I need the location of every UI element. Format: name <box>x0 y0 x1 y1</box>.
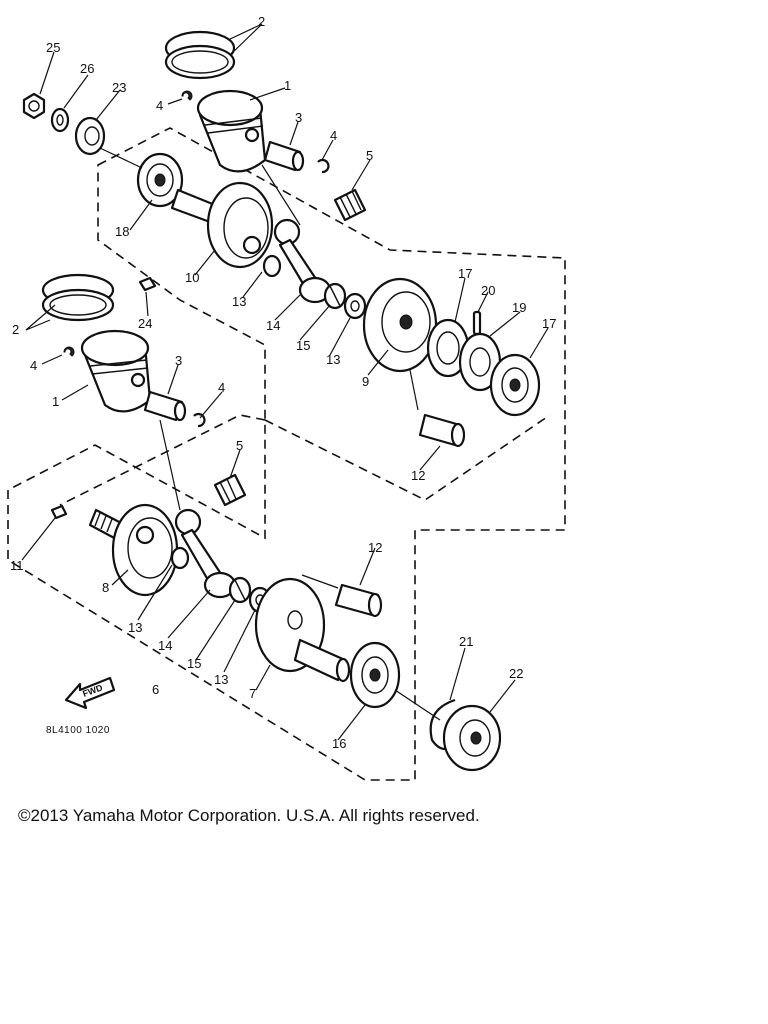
callout-13: 13 <box>232 294 246 309</box>
upper-crank-assembly-boundary <box>7 127 566 781</box>
thrust-washer-13-upper-a <box>262 254 282 278</box>
oil-seal-22 <box>442 704 502 772</box>
callout-8: 8 <box>102 580 109 595</box>
diagram-reference-code: 8L4100 1020 <box>46 725 110 736</box>
piston-rings-upper <box>164 30 236 80</box>
callout-labels: 2 25 26 23 4 1 3 4 5 18 10 13 14 15 13 2… <box>10 14 556 751</box>
bearing-16 <box>349 641 401 709</box>
thrust-washer-13-upper-b <box>343 292 367 320</box>
callout-18: 18 <box>115 224 129 239</box>
callout-15: 15 <box>296 338 310 353</box>
callout-13: 13 <box>326 352 340 367</box>
callout-11: 11 <box>10 558 24 573</box>
callout-10: 10 <box>185 270 199 285</box>
callout-1: 1 <box>284 78 291 93</box>
callout-4: 4 <box>218 380 225 395</box>
callout-3: 3 <box>295 110 302 125</box>
crank-wheel-10 <box>206 181 274 269</box>
thrust-washer-13-lower-a <box>170 546 190 570</box>
callout-15: 15 <box>187 656 201 671</box>
callout-4: 4 <box>30 358 37 373</box>
crank-wheel-8 <box>111 503 179 597</box>
piston-rings-lower <box>41 273 115 322</box>
callout-13: 13 <box>128 620 142 635</box>
callout-25: 25 <box>46 40 60 55</box>
lower-crank-assembly-boundary <box>59 414 551 506</box>
bearing-17-right <box>489 353 541 417</box>
callout-13: 13 <box>214 672 228 687</box>
key-24 <box>138 276 157 292</box>
leader-lines <box>21 23 549 741</box>
callout-14: 14 <box>158 638 172 653</box>
crank-wheel-7 <box>254 577 351 683</box>
callout-2: 2 <box>12 322 19 337</box>
needle-bearing-lower <box>213 473 247 507</box>
needle-bearing-upper <box>333 188 367 222</box>
crank-pin-12-upper <box>418 413 466 448</box>
callout-17: 17 <box>542 316 556 331</box>
callout-12: 12 <box>368 540 382 555</box>
callout-14: 14 <box>266 318 280 333</box>
callout-5: 5 <box>236 438 243 453</box>
callout-19: 19 <box>512 300 526 315</box>
crank-wheel-9 <box>362 277 438 373</box>
callout-21: 21 <box>459 634 473 649</box>
needle-bearing-15-lower <box>228 576 252 604</box>
callout-12: 12 <box>411 468 425 483</box>
nut-25 <box>22 92 46 120</box>
callout-7: 7 <box>249 686 256 701</box>
callout-26: 26 <box>80 61 94 76</box>
callout-1: 1 <box>52 394 59 409</box>
callout-4: 4 <box>330 128 337 143</box>
pin-20 <box>472 310 482 336</box>
callout-24: 24 <box>138 316 152 331</box>
crank-pin-12-lower <box>334 583 383 618</box>
callout-5: 5 <box>366 148 373 163</box>
washer-26 <box>50 107 70 133</box>
callout-16: 16 <box>332 736 346 751</box>
forward-direction-arrow: FWD <box>64 676 116 710</box>
callout-22: 22 <box>509 666 523 681</box>
oil-seal-23 <box>74 116 106 156</box>
piston-pin-lower <box>143 390 187 422</box>
piston-upper <box>196 89 267 173</box>
piston-lower <box>80 329 152 413</box>
circlip-upper-left <box>181 90 193 101</box>
circlip-upper-right <box>317 158 330 174</box>
callout-23: 23 <box>112 80 126 95</box>
callout-2: 2 <box>258 14 265 29</box>
circlip-lower-right <box>193 412 206 428</box>
piston-pin-upper <box>263 140 305 172</box>
callout-4: 4 <box>156 98 163 113</box>
con-rod-lower <box>174 508 237 599</box>
callout-20: 20 <box>481 283 495 298</box>
copyright-notice: ©2013 Yamaha Motor Corporation. U.S.A. A… <box>18 806 480 825</box>
bearing-18 <box>136 152 184 208</box>
crankshaft-piston-exploded-diagram: FWD <box>7 14 566 781</box>
callout-3: 3 <box>175 353 182 368</box>
callout-17: 17 <box>458 266 472 281</box>
callout-9: 9 <box>362 374 369 389</box>
con-rod-upper <box>273 218 332 304</box>
needle-bearing-15-upper <box>323 282 347 310</box>
callout-6: 6 <box>152 682 159 697</box>
key-11 <box>50 504 68 520</box>
circlip-lower-left <box>63 346 75 357</box>
